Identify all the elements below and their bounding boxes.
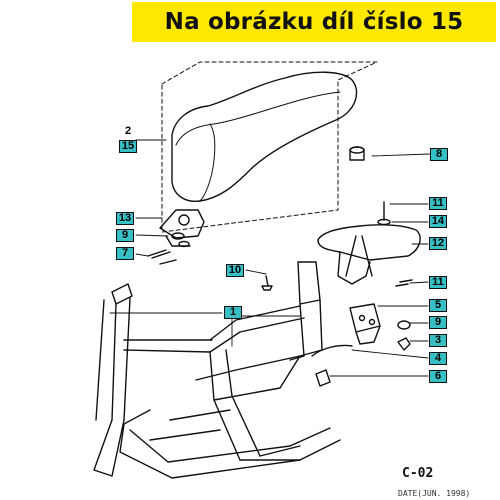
seat-group xyxy=(161,61,378,233)
callout-7: 7 xyxy=(116,247,134,260)
banner-text: Na obrázku díl číslo 15 xyxy=(164,9,464,35)
callout-9-left: 9 xyxy=(116,229,134,242)
callout-11-bottom: 11 xyxy=(429,276,447,289)
seat-cushion xyxy=(171,71,358,203)
clip-part-6 xyxy=(315,369,331,387)
cable-part-4 xyxy=(311,344,353,357)
callout-2: 2 xyxy=(124,125,132,137)
lock-bracket-part-12 xyxy=(317,201,421,287)
lock-latch-part-5 xyxy=(349,303,381,345)
drawing-date: DATE(JUN. 1998) xyxy=(398,489,471,498)
callout-10: 10 xyxy=(226,264,244,277)
callout-5: 5 xyxy=(429,299,447,312)
callout-13: 13 xyxy=(116,212,134,225)
callout-14: 14 xyxy=(429,215,447,228)
callout-11-top: 11 xyxy=(429,197,447,210)
callout-8: 8 xyxy=(430,148,448,161)
callout-12: 12 xyxy=(429,237,447,250)
callout-15: 15 xyxy=(119,140,137,153)
spring-part-3 xyxy=(397,337,411,351)
bumper-part-8 xyxy=(349,146,365,161)
washer-part-9 xyxy=(397,320,411,330)
callout-3: 3 xyxy=(429,334,447,347)
part-number-banner: Na obrázku díl číslo 15 xyxy=(132,2,496,42)
scooter-frame-part-1 xyxy=(93,261,341,479)
callout-9-right: 9 xyxy=(429,316,447,329)
seat-hinge-part-13 xyxy=(147,209,205,265)
callout-4: 4 xyxy=(429,352,447,365)
callout-6: 6 xyxy=(429,370,447,383)
seat-dashed-box xyxy=(161,61,378,233)
bolt-part-10 xyxy=(261,275,273,291)
callout-1: 1 xyxy=(224,306,242,319)
leader-lines xyxy=(109,139,431,377)
drawing-code: C-02 xyxy=(402,466,434,481)
